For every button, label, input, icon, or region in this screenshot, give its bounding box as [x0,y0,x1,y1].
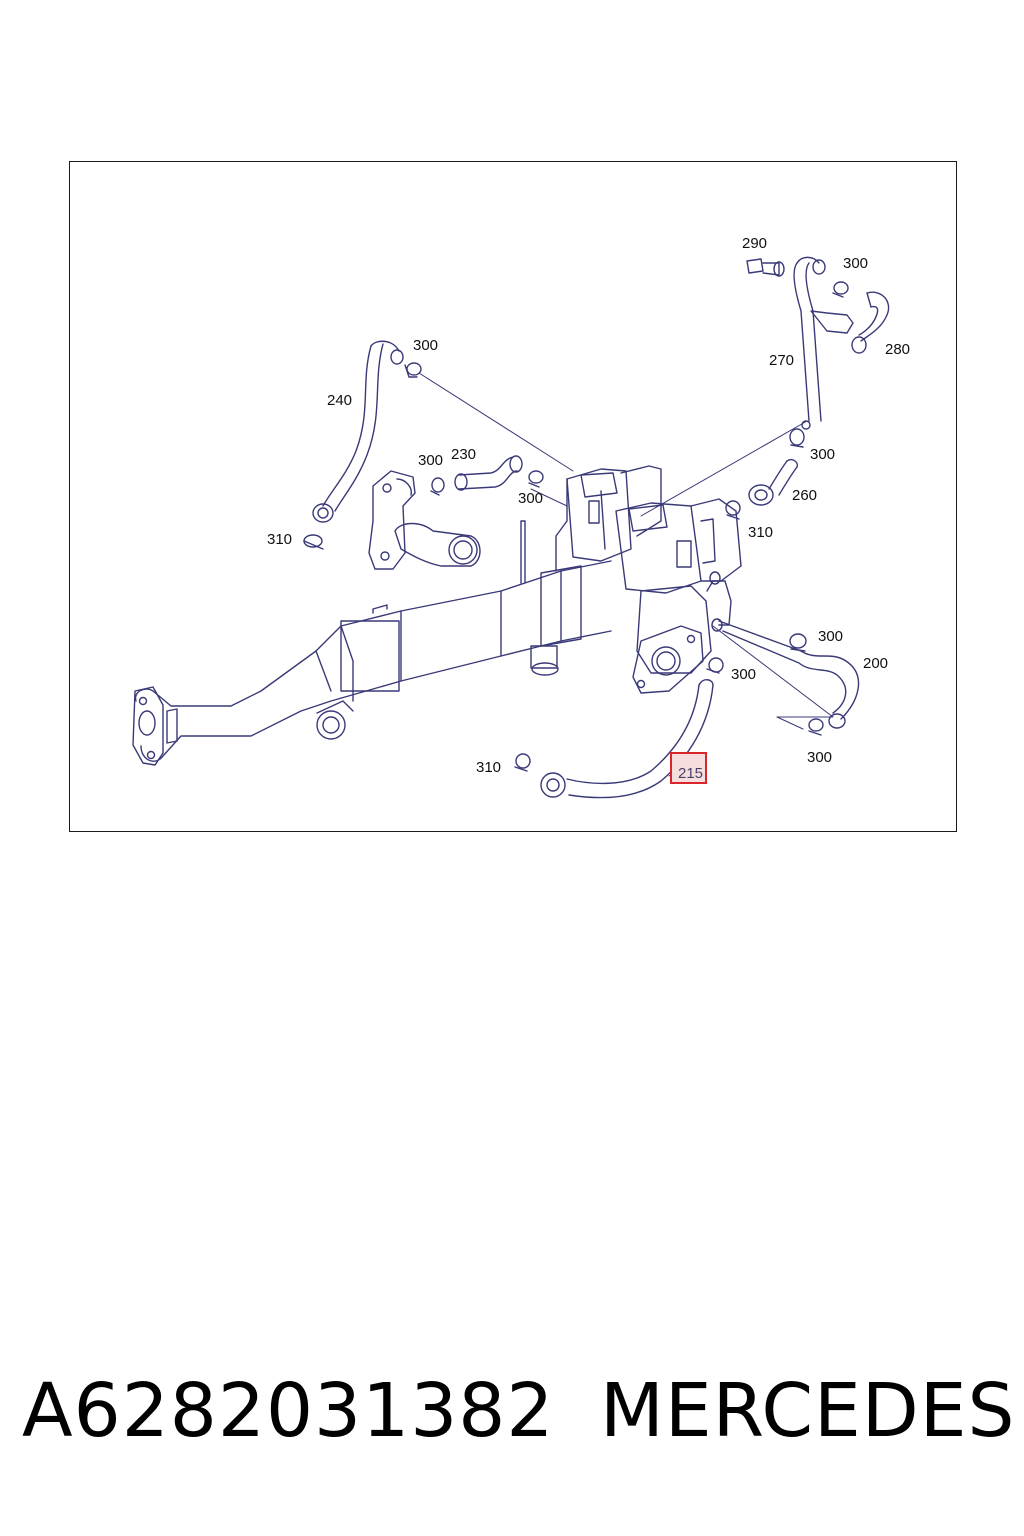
clamp-300-upper-left [404,362,422,378]
hose-215 [540,679,714,799]
egr-cooler-body [134,520,612,762]
valve-housing-flange [632,571,732,694]
hose-200 [711,618,860,729]
brand-name: MERCEDES [600,1368,1016,1454]
bolt-290 [746,258,785,277]
inlet-flange [132,686,178,766]
part-number: A6282031382 [22,1368,555,1454]
clamp-300-top-right [832,281,849,298]
label-215[interactable]: 215 [678,765,703,782]
clamp-300-lower-right [789,633,807,652]
leader-lines [418,372,834,777]
egr-cooler-parts-diagram: 290 300 280 270 300 240 300 300 230 300 … [132,235,910,799]
label-300-mid-right[interactable]: 300 [810,446,835,463]
label-270[interactable]: 270 [769,352,794,369]
hose-280 [851,291,890,354]
egr-valve-actuator-lower [615,498,742,594]
clamp-300-bottom-right [808,718,824,736]
clamp-310-right [725,500,741,520]
clamp-300-mid-right [789,428,805,448]
label-310-bottom[interactable]: 310 [476,759,501,776]
label-230[interactable]: 230 [451,446,476,463]
label-300-lower-mid[interactable]: 300 [731,666,756,683]
parts-diagram-frame: 290 300 280 270 300 240 300 300 230 300 … [69,161,957,832]
part-labels: 290 300 280 270 300 240 300 300 230 300 … [267,235,910,782]
label-310-left[interactable]: 310 [267,531,292,548]
label-300-lower-right[interactable]: 300 [818,628,843,645]
label-310-right[interactable]: 310 [748,524,773,541]
clamp-310-left [303,534,324,550]
label-300-bottom-right[interactable]: 300 [807,749,832,766]
clamp-300-left [430,477,445,496]
hose-260 [748,458,799,506]
label-300-center[interactable]: 300 [518,490,543,507]
label-260[interactable]: 260 [792,487,817,504]
label-200[interactable]: 200 [863,655,888,672]
clamp-300-lower-mid [706,657,724,674]
label-300-left[interactable]: 300 [418,452,443,469]
highlight-box-215 [670,752,707,784]
hose-240 [312,340,404,523]
clamp-310-bottom [514,753,531,772]
product-caption: A6282031382 MERCEDES [0,1360,1024,1480]
egr-valve-actuator-upper [555,465,662,572]
label-290[interactable]: 290 [742,235,767,252]
tube-230 [454,455,523,491]
label-280[interactable]: 280 [885,341,910,358]
label-300-upper-left[interactable]: 300 [413,337,438,354]
clamp-300-center [528,470,544,488]
label-240[interactable]: 240 [327,392,352,409]
label-300-top-right[interactable]: 300 [843,255,868,272]
pipe-270 [793,256,854,430]
egr-flange-elbow [368,470,481,570]
